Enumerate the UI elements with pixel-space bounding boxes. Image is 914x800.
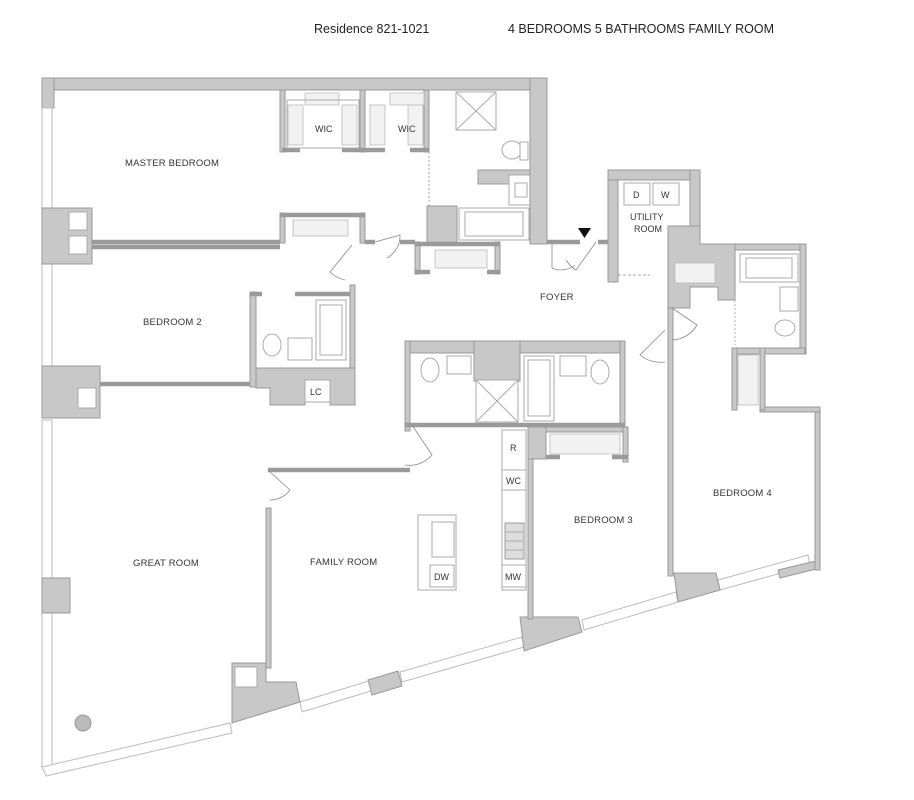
master-suite: WIC WIC	[92, 77, 580, 275]
center-baths	[404, 340, 626, 432]
great-room-label: GREAT ROOM	[133, 558, 199, 569]
utility-room: D W UTILITY ROOM	[565, 169, 701, 283]
wic-1-label: WIC	[315, 124, 333, 134]
bedroom-2-label: BEDROOM 2	[143, 317, 202, 328]
family-room-label: FAMILY ROOM	[310, 557, 377, 568]
entry-arrow-icon	[578, 228, 591, 238]
residence-title: Residence 821-1021	[314, 22, 430, 36]
utility-label-2: ROOM	[634, 224, 662, 234]
dishwasher-label: DW	[434, 572, 449, 582]
dryer-label: D	[633, 190, 640, 200]
unit-summary: 4 BEDROOMS 5 BATHROOMS FAMILY ROOM	[508, 22, 775, 36]
wine-cooler-label: WC	[506, 476, 521, 486]
refrigerator-label: R	[510, 443, 517, 453]
bedroom-4-suite: BEDROOM 4	[639, 225, 807, 577]
washer-label: W	[661, 190, 670, 200]
utility-label-1: UTILITY	[630, 212, 664, 222]
kitchen: R WC MW DW FAMILY ROOM	[265, 424, 547, 669]
bedroom-2-suite: LC BEDROOM 2	[92, 244, 356, 406]
bedroom-3-label: BEDROOM 3	[574, 515, 633, 526]
wic-2-label: WIC	[398, 124, 416, 134]
master-bedroom-label: MASTER BEDROOM	[125, 158, 219, 169]
microwave-label: MW	[505, 572, 521, 582]
bedroom-4-label: BEDROOM 4	[713, 488, 772, 499]
linen-closet-label: LC	[310, 387, 322, 397]
bedroom-3: BEDROOM 3	[545, 426, 633, 526]
foyer-label: FOYER	[540, 292, 574, 303]
plan-header: Residence 821-1021 4 BEDROOMS 5 BATHROOM…	[0, 22, 914, 42]
